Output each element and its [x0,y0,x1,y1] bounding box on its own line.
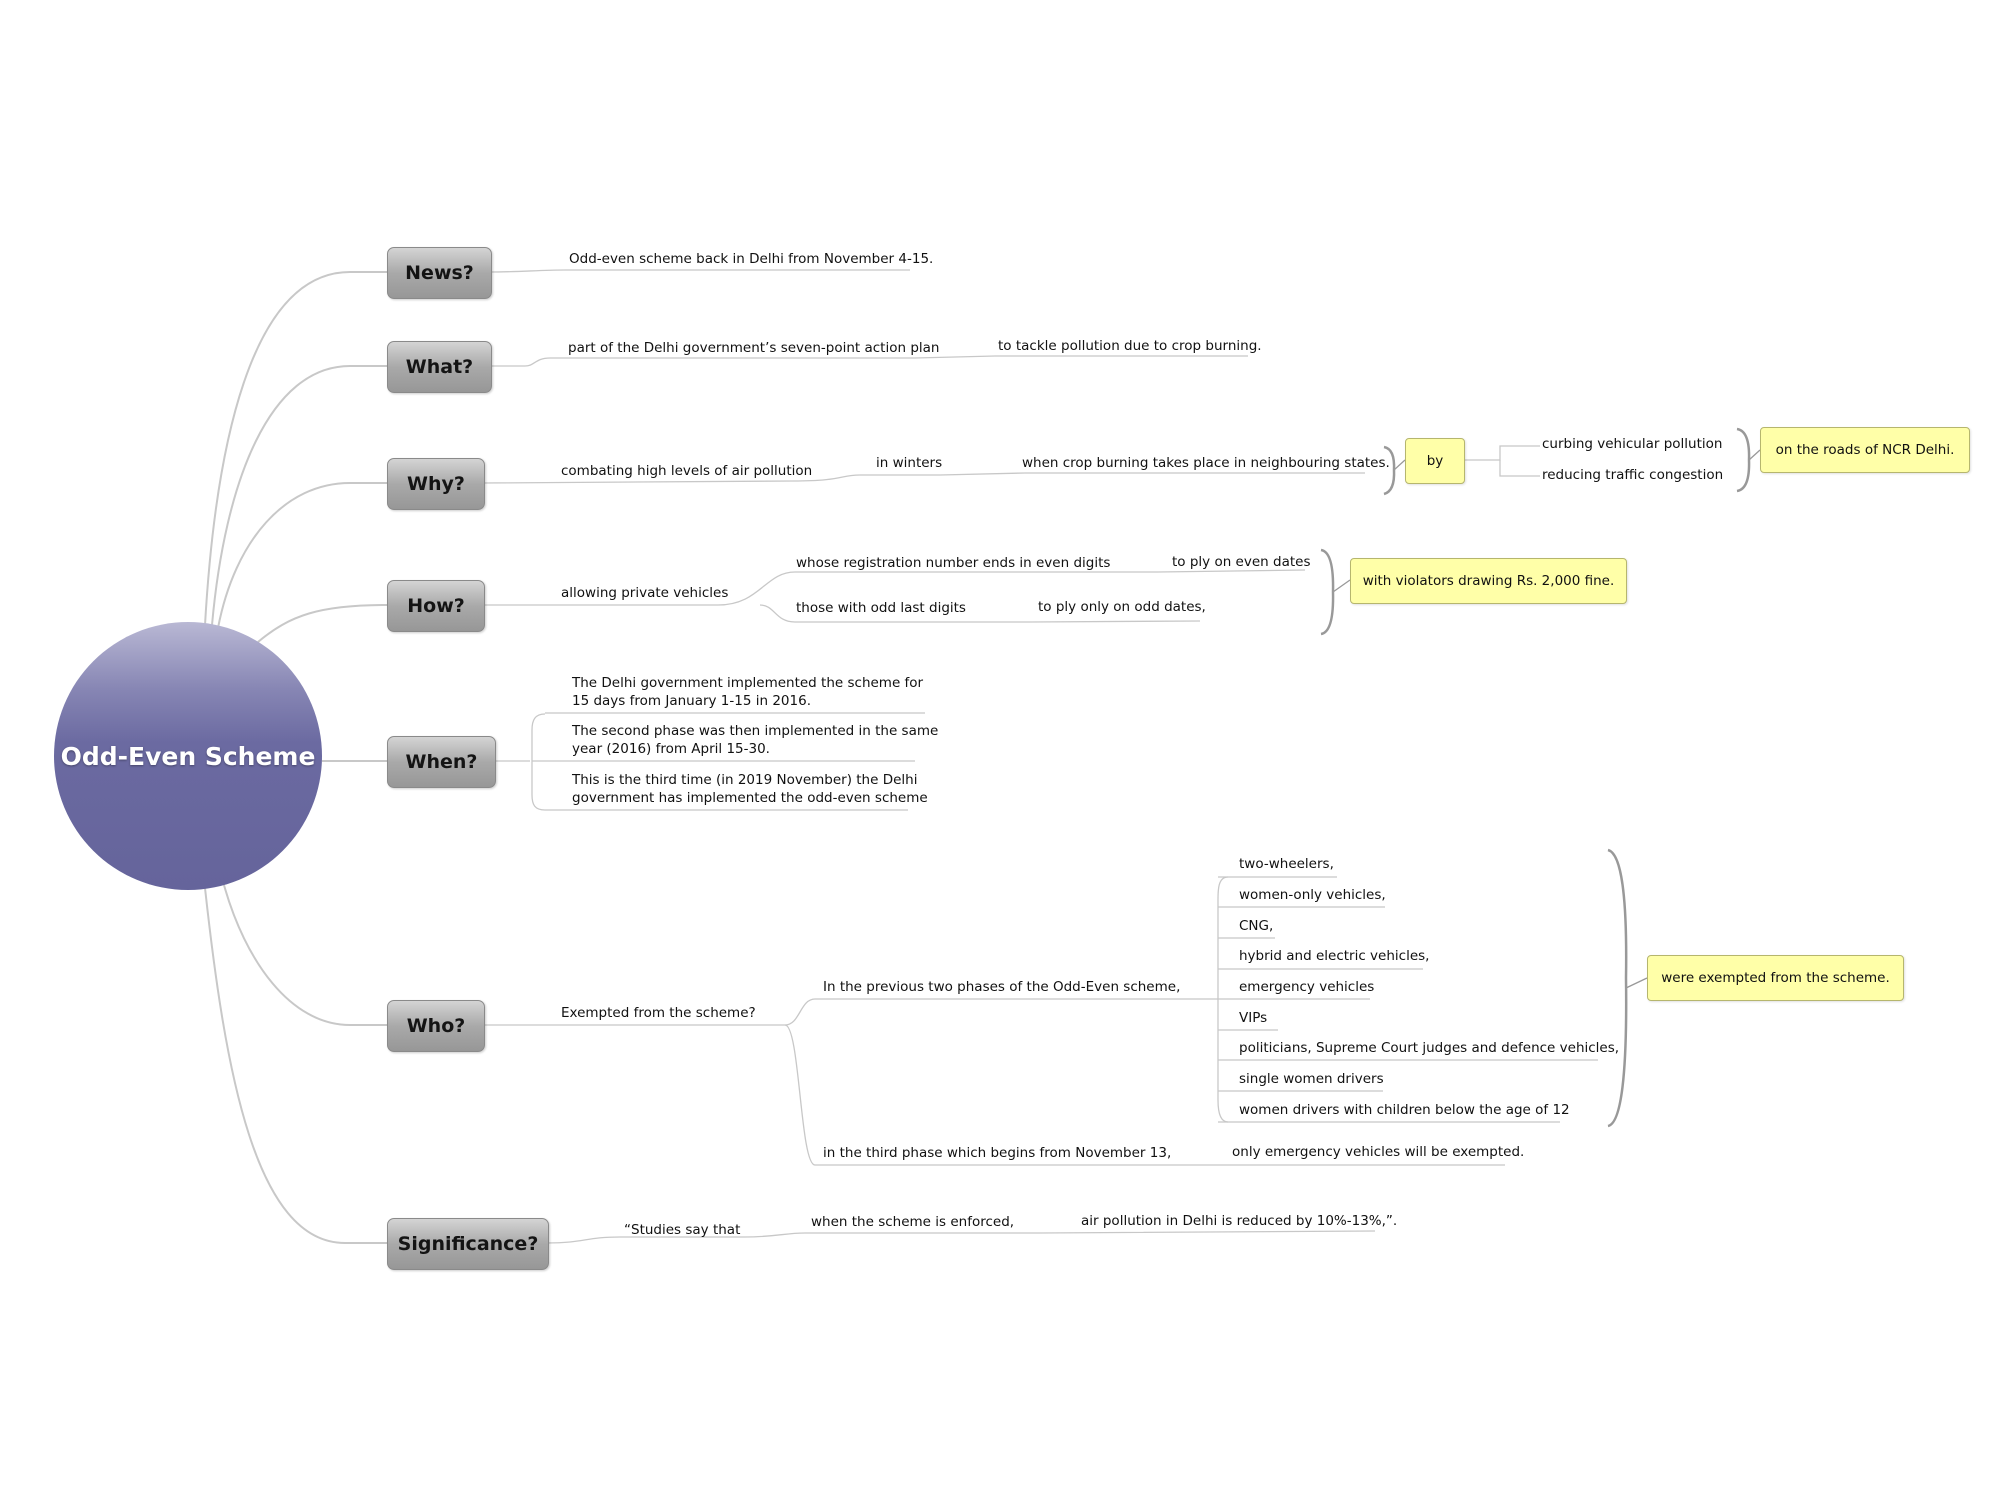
link-why [217,482,387,629]
who-note[interactable]: were exempted from the scheme. [1647,955,1904,1001]
link-how [257,604,388,643]
when-item-3[interactable]: This is the third time (in 2019 November… [572,772,928,806]
link-news [204,271,387,626]
who-exempt-item[interactable]: hybrid and electric vehicles, [1239,948,1430,964]
what-text-2[interactable]: to tackle pollution due to crop burning. [998,338,1262,354]
how-odd-2[interactable]: to ply only on odd dates, [1038,599,1206,615]
link-who [223,884,387,1026]
why-text-3[interactable]: when crop burning takes place in neighbo… [1022,455,1390,471]
how-even-1[interactable]: whose registration number ends in even d… [796,555,1111,571]
who-exempt-item[interactable]: women-only vehicles, [1239,887,1386,903]
how-text-1[interactable]: allowing private vehicles [561,585,729,601]
topic-significance[interactable]: Significance? [387,1218,549,1270]
who-text-1[interactable]: Exempted from the scheme? [561,1005,756,1021]
who-exempt-item[interactable]: single women drivers [1239,1071,1384,1087]
root-topic-odd-even-scheme[interactable]: Odd-Even Scheme [54,622,322,890]
topic-when[interactable]: When? [387,736,496,788]
why-text-1[interactable]: combating high levels of air pollution [561,463,813,479]
who-exempt-item[interactable]: CNG, [1239,918,1274,934]
topic-news[interactable]: News? [387,247,492,299]
how-odd-1[interactable]: those with odd last digits [796,600,966,616]
topic-who[interactable]: Who? [387,1000,485,1052]
bracket-who [1607,848,1628,1128]
why-text-2[interactable]: in winters [876,455,943,471]
why-branch-2[interactable]: reducing traffic congestion [1542,467,1724,483]
topic-what[interactable]: What? [387,341,492,393]
who-exempt-item[interactable]: politicians, Supreme Court judges and de… [1239,1040,1620,1056]
topic-how[interactable]: How? [387,580,485,632]
bracket-why-b [1736,427,1751,493]
when-item-1[interactable]: The Delhi government implemented the sch… [572,675,924,709]
why-branch-1[interactable]: curbing vehicular pollution [1542,436,1723,452]
how-note[interactable]: with violators drawing Rs. 2,000 fine. [1350,558,1627,604]
who-exempt-item[interactable]: emergency vehicles [1239,979,1375,995]
what-text-1[interactable]: part of the Delhi government’s seven-poi… [568,340,940,356]
who-previous-phases[interactable]: In the previous two phases of the Odd-Ev… [823,979,1181,995]
significance-text-1[interactable]: “Studies say that [624,1222,741,1238]
how-even-2[interactable]: to ply on even dates [1172,554,1311,570]
who-third-phase[interactable]: in the third phase which begins from Nov… [823,1145,1172,1161]
who-exempt-item[interactable]: women drivers with children below the ag… [1239,1102,1570,1118]
who-exempt-item[interactable]: two-wheelers, [1239,856,1334,872]
link-what [211,365,387,626]
bracket-how [1320,548,1335,636]
why-note[interactable]: on the roads of NCR Delhi. [1760,427,1970,473]
news-text[interactable]: Odd-even scheme back in Delhi from Novem… [569,251,934,267]
who-exempt-item[interactable]: VIPs [1239,1010,1268,1026]
topic-why[interactable]: Why? [387,458,485,510]
who-third-phase-result[interactable]: only emergency vehicles will be exempted… [1232,1144,1525,1160]
why-by-note[interactable]: by [1405,438,1465,484]
significance-text-3[interactable]: air pollution in Delhi is reduced by 10%… [1081,1213,1398,1229]
when-item-2[interactable]: The second phase was then implemented in… [572,723,939,757]
link-significance [204,887,387,1244]
significance-text-2[interactable]: when the scheme is enforced, [811,1214,1015,1230]
